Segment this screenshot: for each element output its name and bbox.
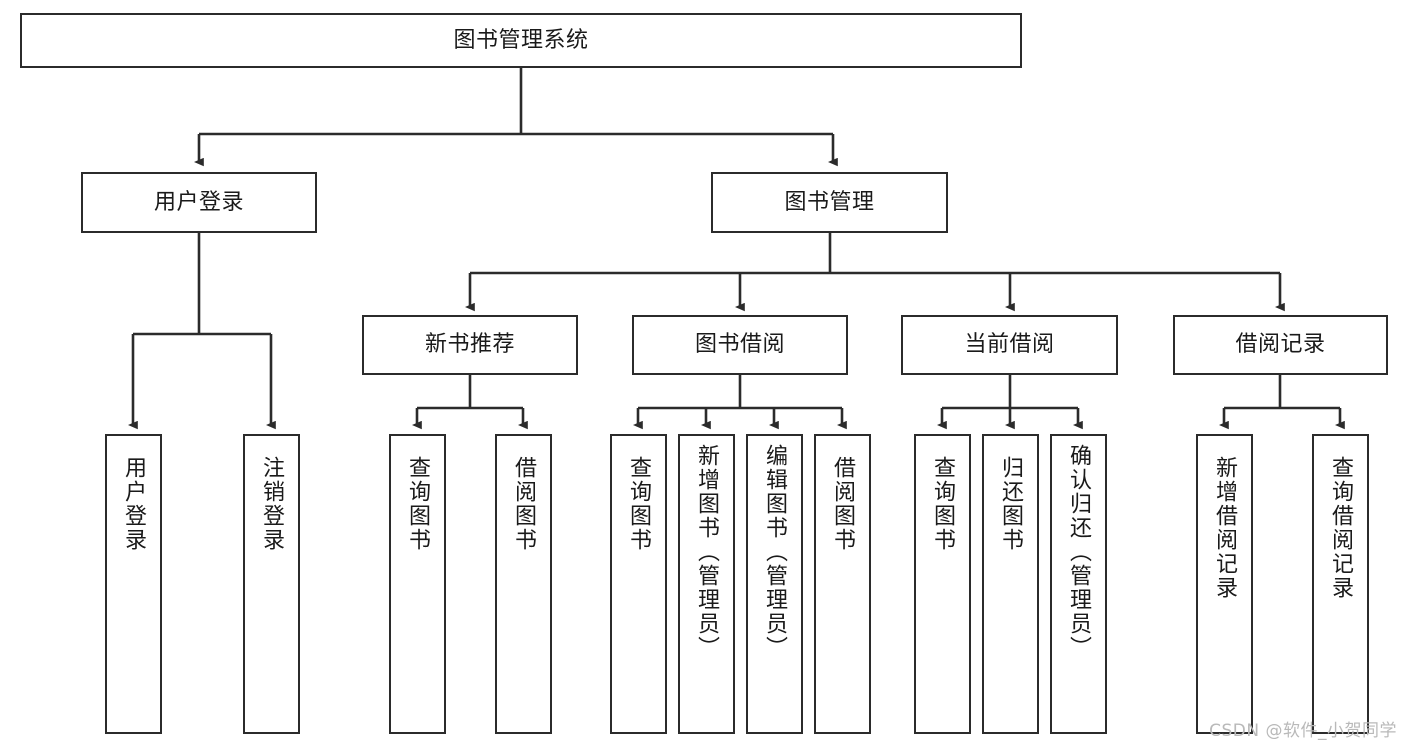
leaf-borrow-book-recommend[interactable]: 借阅图书: [495, 434, 552, 734]
node-label: 当前借阅: [964, 332, 1055, 358]
node-label: 图书管理系统: [453, 27, 589, 53]
watermark-text: CSDN @软件_小贺同学: [1209, 721, 1397, 741]
node-label: 查询图书: [405, 456, 431, 552]
node-label: 用户登录: [153, 189, 244, 215]
node-label: 编辑图书（管理员）: [762, 444, 788, 660]
node-label: 注销登录: [259, 456, 285, 552]
node-label: 借阅记录: [1235, 332, 1326, 358]
leaf-user-logout[interactable]: 注销登录: [243, 434, 300, 734]
leaf-confirm-return-admin[interactable]: 确认归还（管理员）: [1050, 434, 1107, 734]
node-label: 图书借阅: [694, 332, 785, 358]
leaf-edit-book-admin[interactable]: 编辑图书（管理员）: [746, 434, 803, 734]
leaf-add-book-admin[interactable]: 新增图书（管理员）: [678, 434, 735, 734]
node-label: 新增图书（管理员）: [694, 444, 720, 660]
node-label: 查询借阅记录: [1328, 456, 1354, 600]
node-label: 图书管理: [784, 189, 875, 215]
node-label: 用户登录: [121, 456, 147, 552]
node-label: 借阅图书: [830, 456, 856, 552]
leaf-query-book-current[interactable]: 查询图书: [914, 434, 971, 734]
node-label: 查询图书: [930, 456, 956, 552]
node-label: 新增借阅记录: [1212, 456, 1238, 600]
node-label: 借阅图书: [511, 456, 537, 552]
node-label: 查询图书: [626, 456, 652, 552]
leaf-user-login[interactable]: 用户登录: [105, 434, 162, 734]
leaf-add-borrow-record[interactable]: 新增借阅记录: [1196, 434, 1253, 734]
node-new-book-recommend[interactable]: 新书推荐: [362, 315, 578, 375]
leaf-query-book-borrow[interactable]: 查询图书: [610, 434, 667, 734]
node-current-borrow[interactable]: 当前借阅: [901, 315, 1118, 375]
leaf-borrow-book-borrow[interactable]: 借阅图书: [814, 434, 871, 734]
node-root-book-management-system[interactable]: 图书管理系统: [20, 13, 1022, 68]
leaf-query-borrow-record[interactable]: 查询借阅记录: [1312, 434, 1369, 734]
node-label: 归还图书: [998, 456, 1024, 552]
node-user-login[interactable]: 用户登录: [81, 172, 317, 233]
node-label: 确认归还（管理员）: [1066, 444, 1092, 660]
node-book-management[interactable]: 图书管理: [711, 172, 948, 233]
node-label: 新书推荐: [424, 332, 515, 358]
leaf-return-book[interactable]: 归还图书: [982, 434, 1039, 734]
node-book-borrow[interactable]: 图书借阅: [632, 315, 848, 375]
node-borrow-record[interactable]: 借阅记录: [1173, 315, 1388, 375]
leaf-query-book-recommend[interactable]: 查询图书: [389, 434, 446, 734]
